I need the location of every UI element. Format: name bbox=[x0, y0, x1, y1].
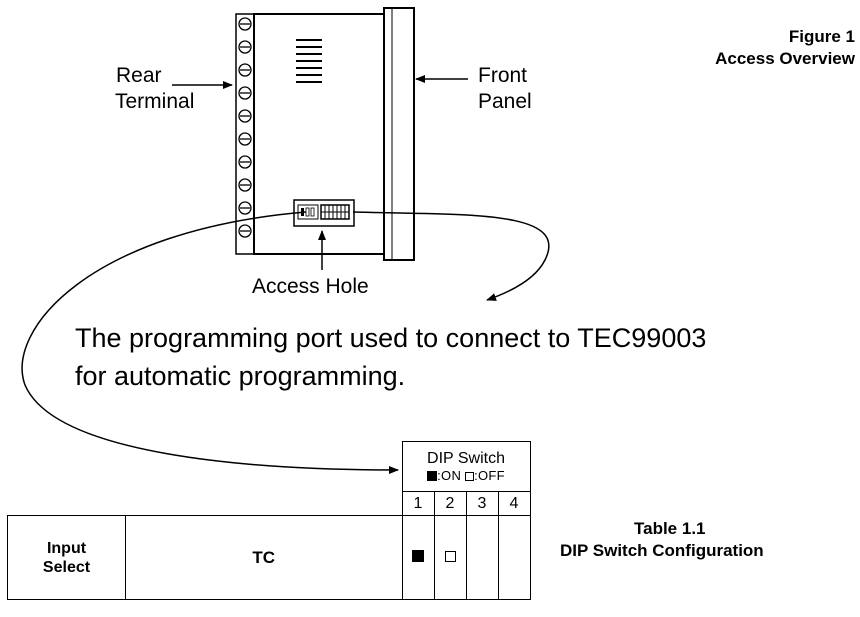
switch-number-2: 2 bbox=[433, 491, 467, 516]
switch-state-2 bbox=[433, 515, 467, 600]
switch-state-1 bbox=[401, 515, 435, 600]
switch-number-1: 1 bbox=[401, 491, 435, 516]
figure-caption: Figure 1 Access Overview bbox=[680, 26, 855, 70]
table-row: Input Select TC bbox=[7, 515, 531, 600]
switch-number-4: 4 bbox=[497, 491, 531, 516]
port-connector-curve bbox=[21, 211, 399, 474]
row-value: TC bbox=[125, 515, 403, 600]
programming-port bbox=[320, 204, 350, 220]
off-legend-icon bbox=[465, 471, 475, 481]
row-label: Input Select bbox=[7, 515, 126, 600]
port-description-line2: for automatic programming. bbox=[75, 361, 406, 391]
terminal-label: Terminal bbox=[115, 90, 195, 113]
switch-1-state-icon bbox=[412, 549, 424, 562]
row-label-line2: Select bbox=[42, 558, 91, 576]
switch-2-state-icon bbox=[444, 550, 456, 562]
switch-number-3: 3 bbox=[465, 491, 499, 516]
on-legend-icon bbox=[427, 470, 438, 481]
vent-slots bbox=[296, 39, 322, 83]
row-label-line1: Input bbox=[46, 539, 87, 557]
rear-terminal-block bbox=[235, 13, 255, 255]
rear-label: Rear bbox=[116, 64, 162, 87]
table-caption-title: Table 1.1 bbox=[634, 519, 706, 538]
table-caption-subtitle: DIP Switch Configuration bbox=[560, 541, 764, 560]
dip-switch-table: DIP Switch :ON :OFF 1 2 3 4 Input Select… bbox=[7, 441, 531, 600]
dip-switch-header: DIP Switch :ON :OFF bbox=[401, 441, 531, 492]
port-curve-to-text bbox=[352, 211, 550, 301]
front-label: Front bbox=[478, 64, 528, 87]
switch-state-4 bbox=[497, 515, 531, 600]
on-legend-label: :ON bbox=[437, 467, 462, 483]
figure-caption-subtitle: Access Overview bbox=[715, 49, 855, 68]
switch-state-3 bbox=[465, 515, 499, 600]
table-caption: Table 1.1 DIP Switch Configuration bbox=[560, 518, 860, 562]
access-hole-label: Access Hole bbox=[252, 275, 369, 298]
port-description-line1: The programming port used to connect to … bbox=[75, 323, 707, 353]
panel-label: Panel bbox=[478, 90, 532, 113]
dip-switch-header-title: DIP Switch bbox=[427, 449, 505, 467]
figure-caption-title: Figure 1 bbox=[788, 27, 855, 46]
controller-diagram bbox=[21, 7, 550, 474]
front-panel-bezel bbox=[383, 7, 415, 261]
off-legend-label: :OFF bbox=[474, 467, 505, 483]
